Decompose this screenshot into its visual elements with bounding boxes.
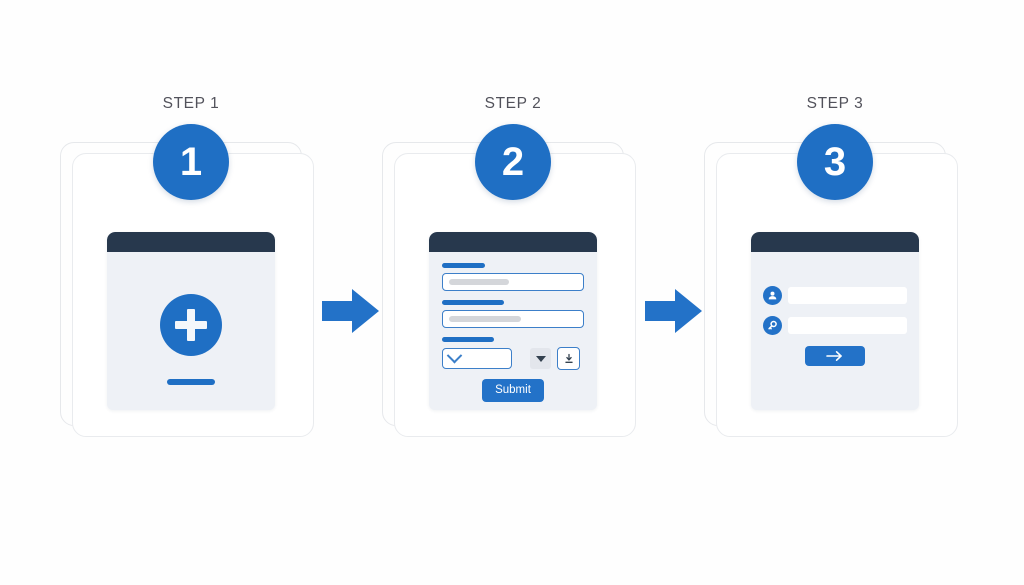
- step-2-number-badge: 2: [475, 124, 551, 200]
- download-button[interactable]: [557, 347, 580, 370]
- chevron-down-icon: [446, 347, 463, 364]
- select-dropdown[interactable]: [442, 347, 512, 369]
- placeholder-ghost-2: [449, 316, 521, 322]
- window-content: Submit: [429, 252, 597, 410]
- username-input[interactable]: [788, 287, 907, 304]
- field-label-bar-2: [442, 300, 504, 305]
- step-1-window-mock: [107, 232, 275, 410]
- step-3-title: STEP 3: [806, 95, 864, 112]
- step-2-title: STEP 2: [484, 95, 542, 112]
- step-2-group: STEP 2 2: [374, 95, 652, 455]
- user-icon: [763, 286, 782, 305]
- user-glyph: [768, 291, 777, 300]
- window-content: [751, 252, 919, 410]
- step-1-title: STEP 1: [162, 95, 220, 112]
- password-input[interactable]: [788, 317, 907, 334]
- window-title-bar: [107, 232, 275, 252]
- field-label-bar-1: [442, 263, 485, 268]
- step-2-window-mock: Submit: [429, 232, 597, 410]
- dropdown-caret-button[interactable]: [530, 348, 551, 369]
- login-submit-button[interactable]: [805, 346, 865, 366]
- plus-icon[interactable]: [160, 294, 222, 356]
- form-mock: Submit: [429, 252, 597, 410]
- arrow-right-icon: [826, 351, 842, 361]
- connector-arrow-1: [322, 288, 380, 334]
- caret-down-icon: [535, 355, 546, 362]
- key-glyph: [768, 320, 777, 330]
- text-input-1[interactable]: [442, 273, 584, 291]
- step-1-number-badge: 1: [153, 124, 229, 200]
- placeholder-ghost-1: [449, 279, 509, 285]
- step-3-window-mock: [751, 232, 919, 410]
- key-icon: [763, 316, 782, 335]
- login-form-mock: [751, 252, 919, 410]
- window-title-bar: [429, 232, 597, 252]
- field-label-bar-3: [442, 337, 494, 342]
- connector-arrow-2: [645, 288, 703, 334]
- step-1-group: STEP 1 1: [52, 95, 330, 455]
- arrow-right-icon: [645, 289, 702, 333]
- text-input-2[interactable]: [442, 310, 584, 328]
- username-row: [763, 286, 907, 305]
- window-content: [107, 252, 275, 410]
- password-row: [763, 316, 907, 335]
- step-3-group: STEP 3 3: [696, 95, 974, 455]
- arrow-right-icon: [322, 289, 379, 333]
- minus-icon[interactable]: [167, 379, 215, 385]
- control-row: [442, 347, 584, 370]
- step-3-number-badge: 3: [797, 124, 873, 200]
- download-icon: [564, 353, 573, 363]
- submit-button[interactable]: Submit: [482, 379, 544, 402]
- window-title-bar: [751, 232, 919, 252]
